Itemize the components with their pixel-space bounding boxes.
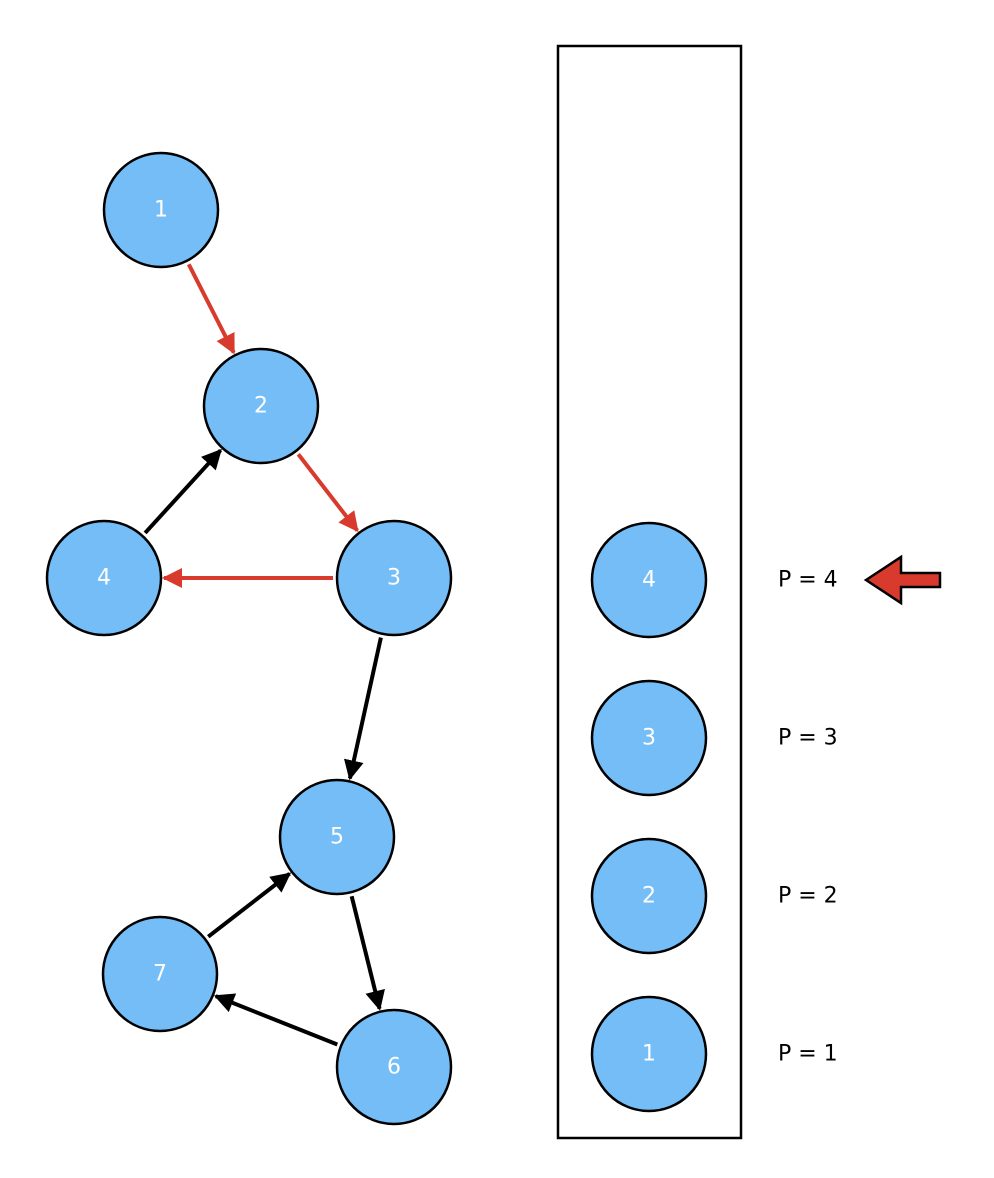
- graph-node-circle: [102, 151, 220, 269]
- graph-node-label: 3: [387, 566, 401, 591]
- graph-node-label: 2: [254, 394, 268, 419]
- graph-node-7: 7: [101, 915, 219, 1033]
- priority-label: P = 2: [778, 884, 838, 909]
- edge-5-to-6: [349, 895, 385, 1011]
- graph-node-1: 1: [102, 151, 220, 269]
- stack-node-label: 2: [642, 884, 656, 909]
- stack-item-1: 1 P = 1: [590, 995, 838, 1113]
- graph-node-6: 6: [335, 1008, 453, 1126]
- graph-edges: [143, 263, 385, 1047]
- graph-node-2: 2: [202, 347, 320, 465]
- stack-container: [556, 44, 743, 1140]
- stack-item-4: 4 P = 4: [590, 521, 838, 639]
- edge-6-to-7: [213, 993, 339, 1047]
- graph-node-circle: [278, 778, 396, 896]
- graph-node-circle: [335, 519, 453, 637]
- edge-1-to-2: [186, 263, 236, 355]
- graph-node-circle: [335, 1008, 453, 1126]
- graph-node-label: 6: [387, 1055, 401, 1080]
- stack-node-circle: [590, 521, 708, 639]
- graph-node-label: 5: [330, 825, 344, 850]
- stack-node-label: 4: [642, 568, 656, 593]
- priority-label: P = 3: [778, 726, 838, 751]
- priority-label: P = 1: [778, 1042, 838, 1067]
- graph-node-circle: [202, 347, 320, 465]
- edge-2-to-3: [296, 453, 359, 533]
- graph-node-5: 5: [278, 778, 396, 896]
- stack-node-label: 3: [642, 726, 656, 751]
- edge-4-to-2: [143, 448, 223, 535]
- graph-node-circle: [101, 915, 219, 1033]
- stack-node-circle: [590, 837, 708, 955]
- left-arrow-icon: [863, 554, 942, 606]
- graph-node-circle: [45, 519, 163, 637]
- stack-item-2: 2 P = 2: [590, 837, 838, 955]
- graph-node-label: 4: [97, 566, 111, 591]
- graph-node-label: 1: [154, 198, 168, 223]
- graph-node-4: 4: [45, 519, 163, 637]
- stack-node-label: 1: [642, 1042, 656, 1067]
- graph-node-label: 7: [153, 962, 167, 987]
- stack-node-circle: [590, 995, 708, 1113]
- graph-node-3: 3: [335, 519, 453, 637]
- graph-nodes: 1 2 3 4 5 6 7: [45, 151, 453, 1126]
- edge-3-to-5: [343, 637, 383, 781]
- stack-item-3: 3 P = 3: [590, 679, 838, 797]
- stack-items: 1 P = 1 2 P = 2 3 P = 3 4 P = 4: [590, 521, 838, 1113]
- edge-7-to-5: [207, 872, 292, 939]
- priority-label: P = 4: [778, 568, 838, 593]
- stack-node-circle: [590, 679, 708, 797]
